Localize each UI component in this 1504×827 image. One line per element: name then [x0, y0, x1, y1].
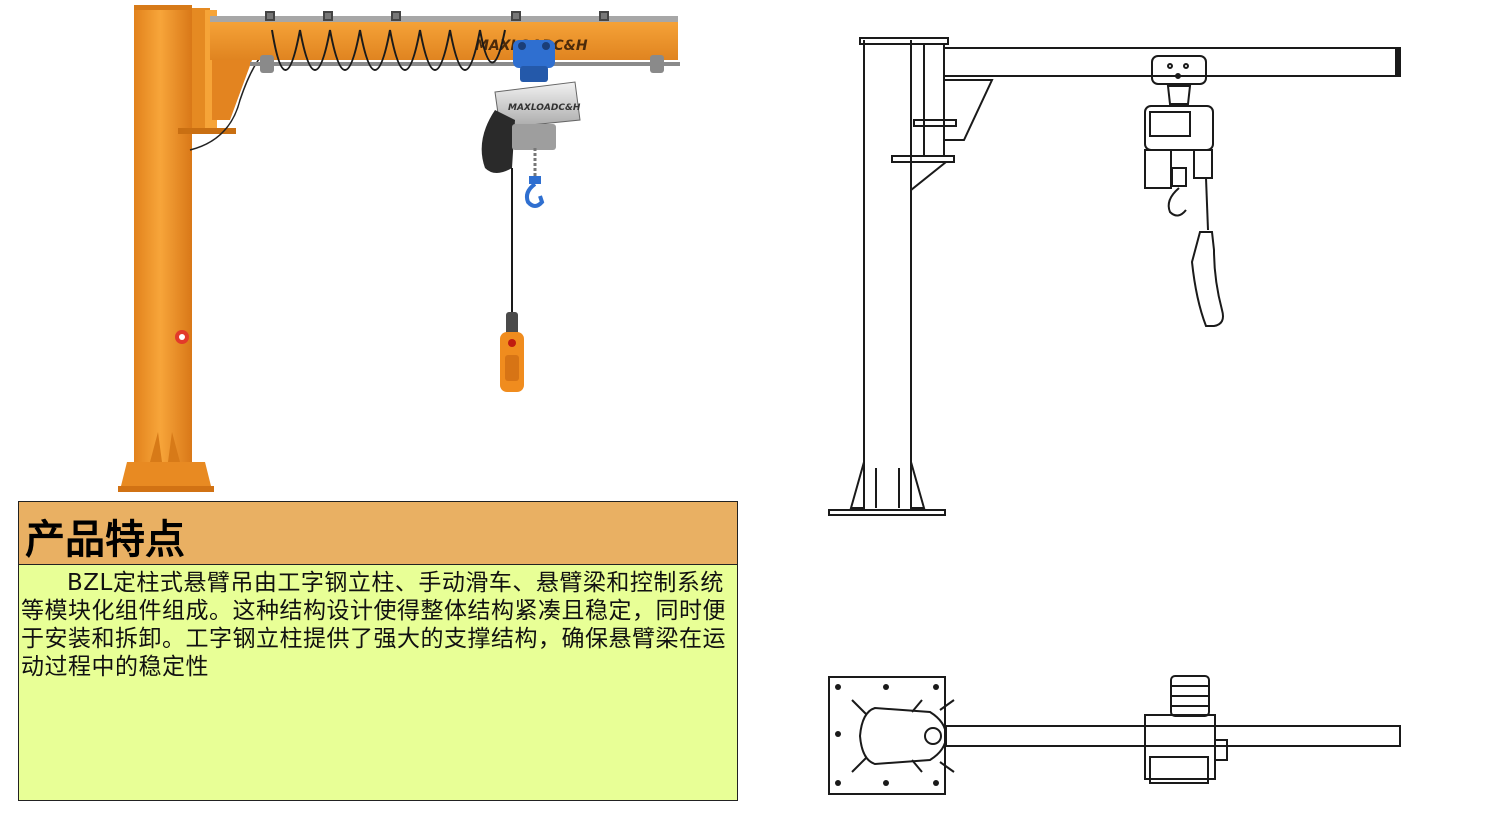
- trolley: [513, 40, 555, 82]
- jib-crane-illustration: MAXLOADC&H MAXLOADC&H: [118, 5, 680, 492]
- product-features-panel: 产品特点 BZL定柱式悬臂吊由工字钢立柱、手动滑车、悬臂梁和控制系统等模块化组件…: [18, 501, 738, 801]
- jib-crane-top-drawing: [828, 675, 1401, 795]
- hook-icon: [524, 182, 545, 208]
- hoist-logo: MAXLOADC&H: [508, 103, 581, 113]
- electric-hoist: MAXLOADC&H: [481, 81, 581, 208]
- jib-crane-side-drawing: [828, 37, 1401, 516]
- crane-column: [134, 5, 192, 465]
- pendant-controller: [500, 312, 524, 392]
- crane-base: [120, 462, 212, 490]
- panel-title: 产品特点: [25, 517, 185, 563]
- panel-header: 产品特点: [19, 502, 737, 565]
- festoon-cable: [271, 29, 506, 71]
- panel-body-text: BZL定柱式悬臂吊由工字钢立柱、手动滑车、悬臂梁和控制系统等模块化组件组成。这种…: [21, 570, 726, 680]
